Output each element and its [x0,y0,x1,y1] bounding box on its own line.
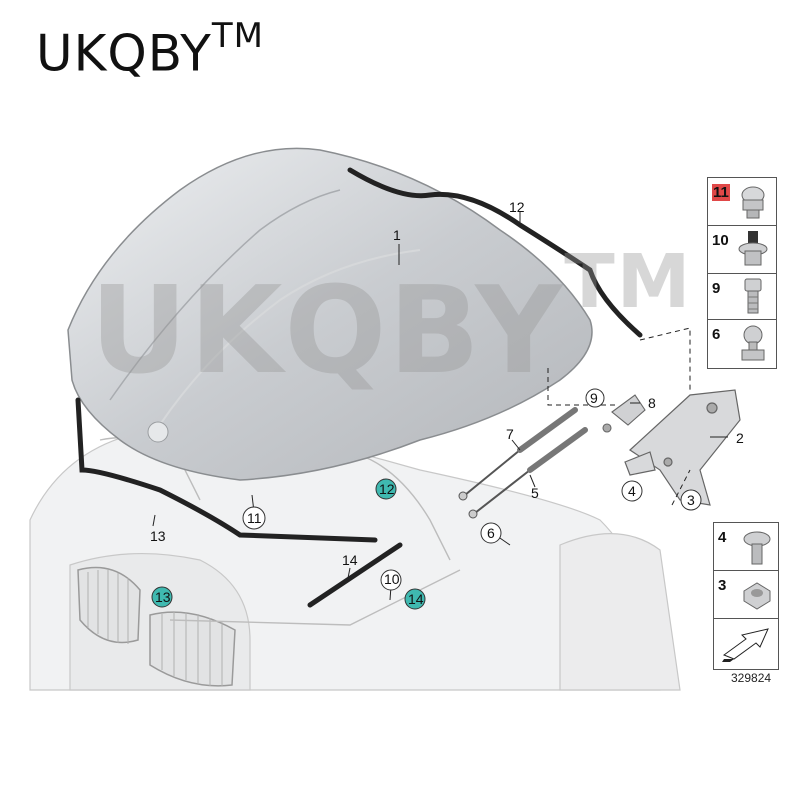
callout-5: 5 [531,485,539,501]
direction-arrow-icon [722,628,769,662]
svg-text:12: 12 [379,481,395,497]
svg-text:3: 3 [687,492,695,508]
circle-callout-6: 6 [480,522,502,544]
screw-icon [743,531,771,565]
circle-callout-4: 4 [621,480,643,502]
circle-callout-11: 11 [242,506,266,530]
hood-panel [67,147,593,481]
circle-callout-9: 9 [585,388,605,408]
nut-icon [743,582,771,610]
callout-2: 2 [736,430,744,446]
legend-cell-6: 6 [708,320,776,368]
gas-strut-7 [458,407,578,501]
svg-text:6: 6 [487,525,495,541]
hood-hinge [624,389,741,506]
circle-callout-14-teal: 14 [404,588,426,610]
fastener-legend-bottom: 4 3 [713,522,779,670]
circle-callout-13-teal: 13 [151,586,173,608]
brand-logo: UKQBYTM [36,16,264,83]
callout-1: 1 [393,227,401,243]
legend-cell-4: 4 [714,523,778,571]
callout-14: 14 [342,552,358,568]
svg-text:13: 13 [155,589,171,605]
legend-cell-direction [714,619,778,669]
circle-callout-12-teal: 12 [375,478,397,500]
rivet-icon [738,231,768,266]
fastener-legend-top: 11 10 9 6 [707,177,777,369]
callout-13: 13 [150,528,166,544]
gas-strut-5 [468,427,588,519]
seal-14 [307,542,403,608]
callout-12: 12 [509,199,525,215]
seal-13 [75,397,378,543]
watermark: UKQBYTM [90,239,693,401]
kidney-grille [77,566,236,687]
legend-cell-11: 11 [708,178,776,226]
diagram-reference-number: 329824 [731,671,772,685]
callout-8: 8 [648,395,656,411]
legend-cell-10: 10 [708,226,776,274]
svg-text:11: 11 [247,510,262,526]
bolt-icon [744,278,762,314]
circle-callout-3: 3 [680,489,702,511]
svg-text:4: 4 [628,483,636,499]
callout-7: 7 [506,426,514,442]
svg-text:10: 10 [384,571,400,587]
legend-cell-9: 9 [708,274,776,320]
clip-icon [741,186,765,219]
svg-text:9: 9 [590,390,598,406]
circle-callout-10: 10 [380,569,402,591]
ball-stud-icon [741,325,765,361]
legend-cell-3: 3 [714,571,778,619]
svg-text:14: 14 [408,591,424,607]
